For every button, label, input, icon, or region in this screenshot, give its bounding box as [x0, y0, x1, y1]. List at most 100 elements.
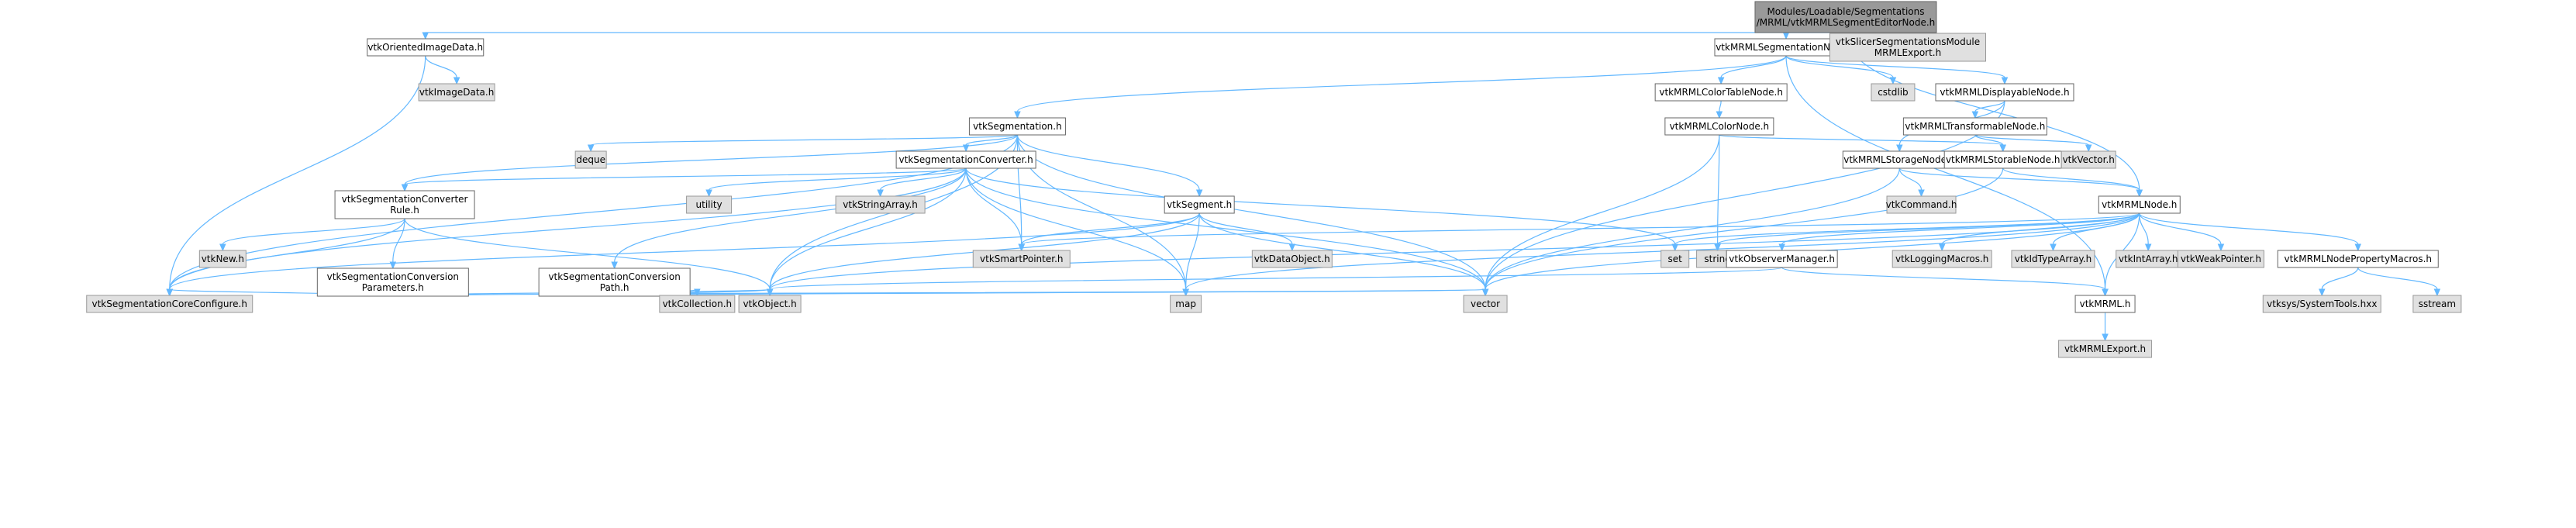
edge-arrowhead — [1918, 189, 1925, 198]
node-box — [1251, 250, 1333, 268]
edge-vtkSegment-to-vtkSmartPointer — [1021, 212, 1200, 245]
node-box — [1726, 250, 1838, 268]
node-box — [2074, 295, 2136, 313]
edge-arrowhead — [611, 261, 618, 270]
edge-arrowhead — [453, 77, 460, 85]
edge-vtkSegmentationConverter-to-utility — [708, 167, 967, 191]
node-label: vtkMRMLColorTableNode.h — [1659, 87, 1783, 98]
node-root: Modules/Loadable/Segmentations/MRML/vtkM… — [1754, 1, 1937, 33]
node-utility: utility — [686, 195, 733, 214]
edge-vtkSegment-to-vtkSegmentationCoreConfigure — [169, 212, 1200, 290]
node-vtkLoggingMacros: vtkLoggingMacros.h — [1891, 250, 1992, 268]
node-vtkSegmentationConverter[interactable]: vtkSegmentationConverter.h — [895, 150, 1036, 169]
node-label: /MRML/vtkMRMLSegmentEditorNode.h — [1757, 17, 1936, 28]
node-label: vtkLoggingMacros.h — [1895, 254, 1988, 264]
edge-vtkObserverManager-to-vtkObject — [769, 267, 1783, 290]
node-label: vtkImageData.h — [419, 87, 494, 98]
node-box — [2177, 250, 2264, 268]
node-vtkObject: vtkObject.h — [738, 295, 802, 313]
node-vtkObserverManager[interactable]: vtkObserverManager.h — [1726, 250, 1838, 268]
edge-vtkMRMLSegmentationNode-to-vtkSegmentation — [1016, 55, 1787, 112]
edge-arrowhead — [166, 288, 174, 297]
node-vtkCollection: vtkCollection.h — [659, 295, 736, 313]
node-vtkMRMLNode[interactable]: vtkMRMLNode.h — [2098, 195, 2181, 214]
node-vtkSegmentationCoreConfigure: vtkSegmentationCoreConfigure.h — [86, 295, 253, 313]
edge-arrowhead — [1717, 77, 1725, 85]
node-label: vector — [1471, 299, 1500, 309]
node-box — [1935, 83, 2074, 102]
node-label: Parameters.h — [362, 282, 424, 293]
node-box — [334, 190, 475, 219]
node-label: string — [1704, 254, 1730, 264]
edge-arrowhead — [1182, 288, 1189, 297]
node-box — [968, 117, 1066, 136]
edge-vtkSegmentationConverter-to-set — [965, 167, 1676, 245]
edge-arrowhead — [1288, 243, 1296, 252]
node-box — [2011, 250, 2095, 268]
node-box — [86, 295, 253, 313]
edge-arrowhead — [2136, 189, 2143, 198]
node-vtkMRMLStorageNode[interactable]: vtkMRMLStorageNode.h — [1842, 150, 1957, 169]
edge-vtkOrientedImageData-to-vtkImageData — [425, 55, 457, 78]
node-vtkMRMLStorableNode[interactable]: vtkMRMLStorableNode.h — [1943, 150, 2062, 169]
edge-arrowhead — [2319, 288, 2326, 297]
edge-vtkMRMLStorageNode-to-vector — [1485, 167, 1900, 290]
edge-vtkMRMLColorNode-to-string — [1716, 134, 1720, 245]
node-label: vtkMRMLNodePropertyMacros.h — [2284, 254, 2432, 264]
node-vtkMRMLTransformableNode[interactable]: vtkMRMLTransformableNode.h — [1902, 117, 2047, 136]
edge-vtkMRMLStorageNode-to-vtkCommand — [1898, 167, 1923, 191]
node-vtkMRMLColorTableNode[interactable]: vtkMRMLColorTableNode.h — [1654, 83, 1788, 102]
node-box — [198, 250, 247, 268]
node-box — [316, 267, 469, 297]
edge-vtkSegment-to-vtkDataObject — [1198, 212, 1293, 245]
edge-arrowhead — [2433, 288, 2441, 297]
node-label: vtkWeakPointer.h — [2181, 254, 2261, 264]
node-vtkDataObject: vtkDataObject.h — [1251, 250, 1333, 268]
node-vtkMRML[interactable]: vtkMRML.h — [2074, 295, 2136, 313]
node-label: vtkDataObject.h — [1254, 254, 1330, 264]
node-box — [2262, 295, 2381, 313]
node-label: vtkSegmentationConversion — [548, 271, 680, 282]
edge-vtkSegmentationConverter-to-vtkStringArray — [880, 167, 967, 191]
edge-layer — [166, 26, 2441, 342]
edge-vtkMRMLSegmentationNode-to-cstdlib — [1785, 55, 1894, 78]
node-box — [895, 150, 1036, 169]
edge-vtkMRMLTransformableNode-to-vtkMRMLStorableNode — [1974, 134, 2004, 146]
edge-arrowhead — [1938, 243, 1946, 252]
edge-vtkObserverManager-to-vtkMRML — [1781, 267, 2106, 290]
edge-arrowhead — [219, 243, 226, 252]
node-vtkMRMLNodePropertyMacros[interactable]: vtkMRMLNodePropertyMacros.h — [2277, 250, 2439, 268]
node-label: vtkMRMLExport.h — [2064, 343, 2146, 354]
node-vtkMRMLColorNode[interactable]: vtkMRMLColorNode.h — [1664, 117, 1774, 136]
node-vtkMRMLDisplayableNode[interactable]: vtkMRMLDisplayableNode.h — [1935, 83, 2074, 102]
node-box — [2058, 340, 2153, 358]
node-box — [1463, 295, 1508, 313]
node-label: vtkMRMLNode.h — [2102, 199, 2177, 210]
node-vtkSegmentation[interactable]: vtkSegmentation.h — [968, 117, 1066, 136]
node-box — [538, 267, 691, 297]
edge-vtkSegmentationConverter-to-map — [965, 167, 1187, 290]
node-vtkImageData: vtkImageData.h — [418, 83, 495, 102]
node-vtkSegment[interactable]: vtkSegment.h — [1164, 195, 1235, 214]
node-label: vtkObserverManager.h — [1729, 254, 1835, 264]
edge-vtkMRMLColorNode-to-vector — [1485, 134, 1720, 290]
node-label: vtkSegmentation.h — [973, 121, 1062, 132]
node-vtksysSystemTools: vtksys/SystemTools.hxx — [2262, 295, 2381, 313]
edge-vtkSegmentation-to-vtkSegmentationConverterRule — [404, 134, 1019, 185]
node-label: vtkMRML.h — [2080, 299, 2131, 309]
node-box — [1660, 250, 1690, 268]
node-box — [1891, 250, 1992, 268]
node-vtkMRMLSegmentationNode[interactable]: vtkMRMLSegmentationNode.h — [1714, 38, 1858, 57]
edge-vtkSegmentationConverter-to-vtkObject — [769, 167, 967, 290]
edge-arrowhead — [1778, 243, 1785, 252]
edge-arrowhead — [2217, 243, 2225, 252]
edge-arrowhead — [2102, 288, 2109, 297]
node-label: vtkSmartPointer.h — [980, 254, 1063, 264]
node-vtkOrientedImageData[interactable]: vtkOrientedImageData.h — [367, 38, 485, 57]
node-box — [972, 250, 1071, 268]
node-box — [1829, 33, 1987, 62]
